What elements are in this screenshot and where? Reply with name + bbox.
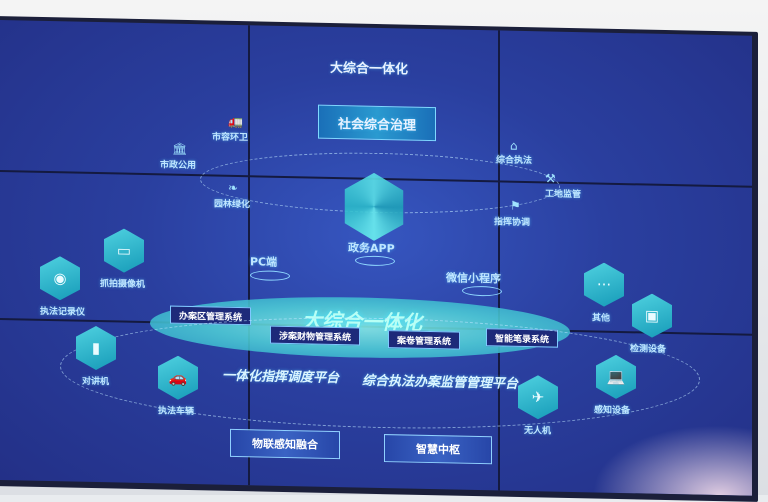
cap-icon: ⌂ [510, 138, 518, 153]
truck-icon: 🚛 [228, 114, 243, 130]
label-zonghe: 综合执法 [496, 155, 533, 167]
device-label: 无人机 [524, 425, 552, 437]
iot-fusion-button[interactable]: 物联感知融合 [230, 428, 340, 460]
label-yuanlin: 园林绿化 [214, 199, 251, 211]
social-governance-box: 社会综合治理 [318, 104, 436, 142]
camera-icon: ▭ [104, 228, 144, 273]
smart-hub-button[interactable]: 智慧中枢 [384, 434, 492, 465]
device-label: 其他 [592, 313, 611, 324]
diagram-title: 大综合一体化 [330, 60, 409, 78]
label-shizheng: 市政公用 [160, 160, 197, 172]
client-pad [355, 255, 395, 267]
building-icon: 🏛 [172, 141, 188, 156]
device-label: 抓拍摄像机 [100, 279, 146, 291]
device-label: 感知设备 [594, 405, 631, 417]
client-app: 政务APP [348, 241, 395, 256]
light-glare [592, 422, 752, 496]
worker-icon: ⚒ [545, 171, 556, 186]
device-label: 执法记录仪 [40, 306, 86, 318]
client-wechat: 微信小程序 [446, 271, 501, 286]
more-icon: ··· [584, 262, 624, 307]
device-label: 执法车辆 [158, 406, 195, 418]
label-gongdi: 工地监管 [545, 189, 582, 201]
flag-icon: ⚑ [510, 198, 521, 213]
client-pc: PC端 [250, 255, 278, 269]
video-wall-screen: 大综合一体化 社会综合治理 🚛 市容环卫 🏛 市政公用 ❧ 园林绿化 ⌂ 综合执… [0, 20, 752, 496]
recorder-icon: ◉ [40, 256, 80, 301]
client-pad [462, 285, 502, 297]
client-pad [250, 270, 290, 282]
label-zhihui: 指挥协调 [494, 217, 531, 229]
device-label: 检测设备 [630, 344, 667, 355]
label-shirong: 市容环卫 [212, 132, 249, 144]
leaf-icon: ❧ [228, 180, 239, 195]
device-label: 对讲机 [82, 376, 110, 388]
